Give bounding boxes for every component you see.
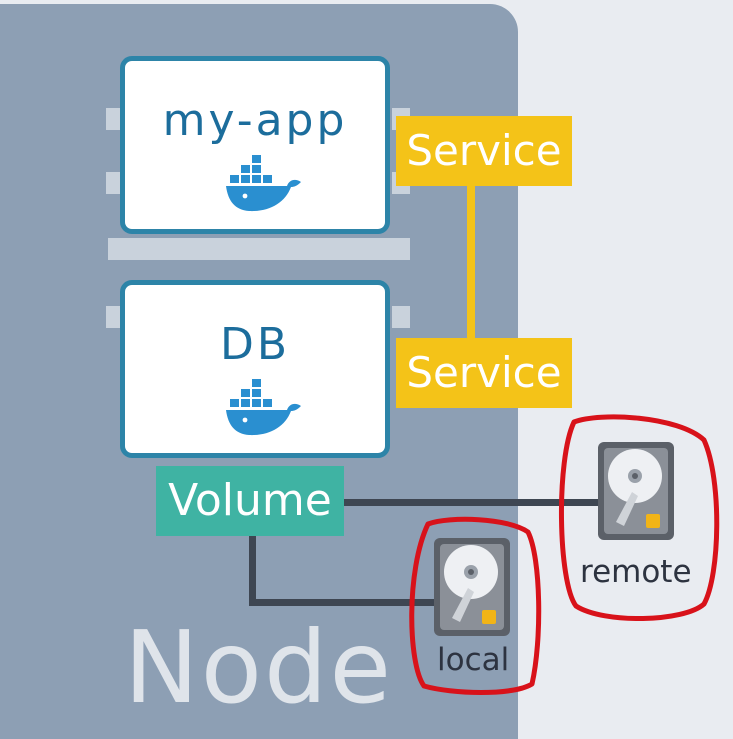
- rail-tab: [106, 108, 122, 130]
- service-label-app: Service: [396, 116, 572, 186]
- pod-my-app: my-app: [120, 56, 390, 234]
- volume-label: Volume: [156, 466, 344, 536]
- volume-to-local-line: [249, 530, 256, 606]
- remote-highlight-circle: [559, 414, 720, 621]
- hard-drive-icon: [598, 442, 674, 540]
- rail-tab: [106, 172, 122, 194]
- local-storage: [432, 536, 512, 642]
- docker-whale-icon: [226, 379, 301, 436]
- rail-tab: [392, 306, 410, 328]
- docker-whale-icon: [226, 155, 301, 212]
- volume-to-local-line: [249, 599, 435, 606]
- pod-rail-divider: [108, 238, 410, 260]
- local-storage-label: local: [437, 642, 510, 678]
- remote-storage: [596, 440, 676, 546]
- volume-to-remote-line: [340, 499, 598, 506]
- hard-drive-icon: [434, 538, 510, 636]
- pod-db: DB: [120, 280, 390, 458]
- remote-storage-label: remote: [580, 554, 692, 590]
- node-label: Node: [124, 609, 393, 726]
- service-label-db: Service: [396, 338, 572, 408]
- pod-title: my-app: [162, 95, 348, 146]
- pod-title: DB: [219, 319, 291, 370]
- local-highlight-circle: [409, 516, 542, 695]
- rail-tab: [106, 306, 122, 328]
- service-link-line: [467, 184, 475, 340]
